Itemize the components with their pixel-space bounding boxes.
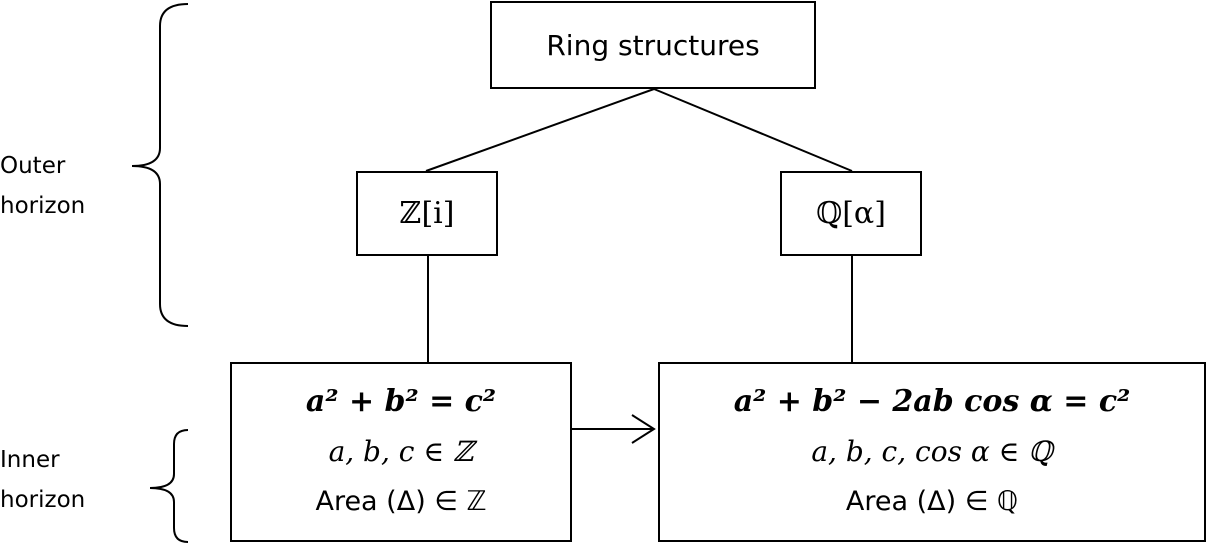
rational-extension-node: ℚ[α] <box>780 171 922 256</box>
edge-root-to-gaussian <box>425 88 655 172</box>
pythagorean-area: Area (Δ) ∈ ℤ <box>315 486 487 517</box>
inner-horizon-line-1: Inner <box>0 447 60 473</box>
outer-horizon-brace <box>131 3 189 327</box>
cosine-area: Area (Δ) ∈ ℚ <box>845 486 1019 517</box>
edge-root-to-rational <box>653 88 853 172</box>
inner-horizon-brace <box>149 429 189 543</box>
law-of-cosines-box: a² + b² − 2ab cos α = c² a, b, c, cos α … <box>658 362 1206 542</box>
rational-extension-label: ℚ[α] <box>816 196 886 231</box>
cosine-membership: a, b, c, cos α ∈ ℚ <box>811 435 1053 468</box>
inner-horizon-line-2: horizon <box>0 487 86 513</box>
gaussian-integers-label: ℤ[i] <box>399 196 455 231</box>
inner-horizon-label: Inner horizon <box>0 440 85 520</box>
outer-horizon-line-2: horizon <box>0 193 86 219</box>
gaussian-integers-node: ℤ[i] <box>356 171 498 256</box>
cosine-equation: a² + b² − 2ab cos α = c² <box>733 384 1131 419</box>
pythagorean-equation: a² + b² = c² <box>305 384 497 419</box>
root-node: Ring structures <box>490 1 816 89</box>
generalization-arrow <box>572 414 656 444</box>
outer-horizon-label: Outer horizon <box>0 146 85 226</box>
pythagorean-membership: a, b, c ∈ ℤ <box>328 435 474 468</box>
pythagorean-theorem-box: a² + b² = c² a, b, c ∈ ℤ Area (Δ) ∈ ℤ <box>230 362 572 542</box>
root-node-label: Ring structures <box>546 28 760 62</box>
outer-horizon-line-1: Outer <box>0 153 66 179</box>
